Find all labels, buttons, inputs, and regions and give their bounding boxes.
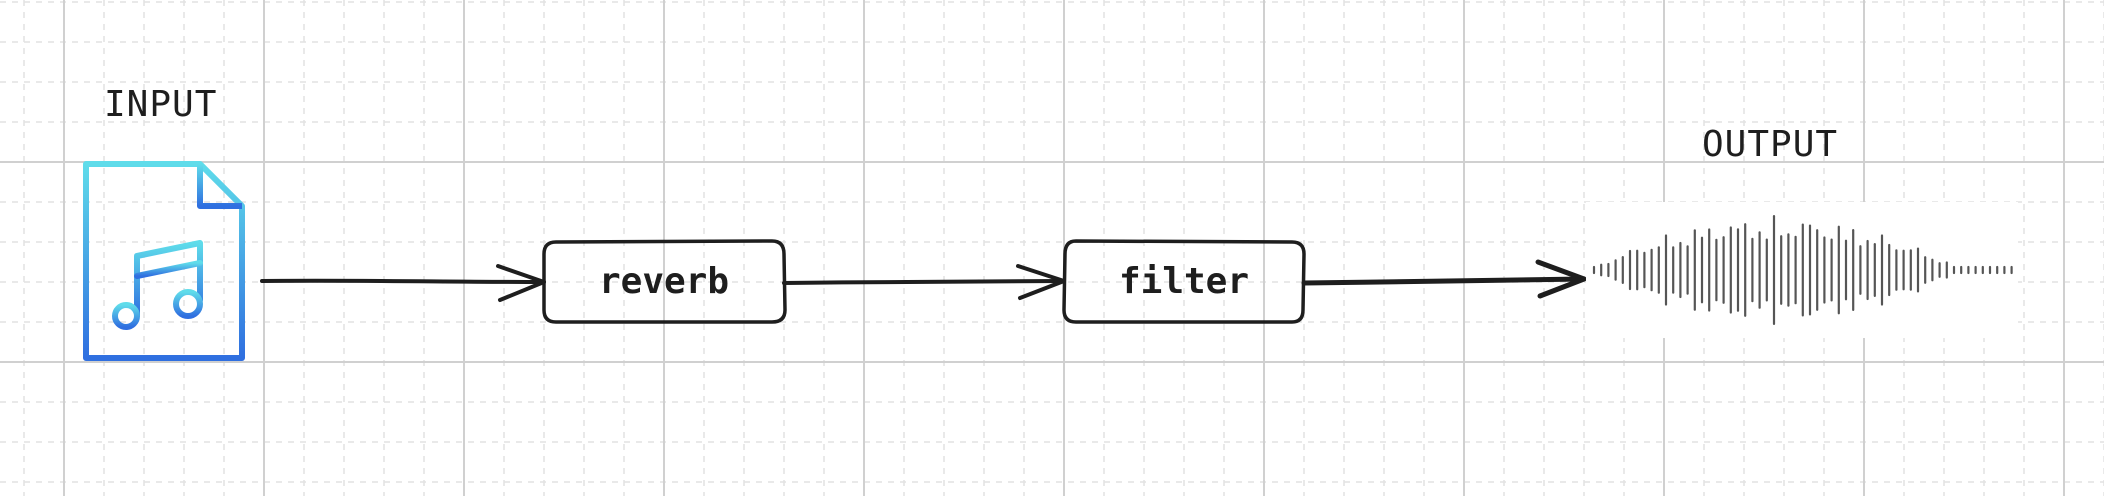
node-filter: filter bbox=[1118, 260, 1250, 302]
filter-box bbox=[1062, 239, 1306, 324]
output-label: OUTPUT bbox=[1702, 124, 1839, 165]
node-reverb: reverb bbox=[598, 260, 730, 302]
arrow-reverb-to-filter bbox=[782, 264, 1066, 300]
input-label: INPUT bbox=[104, 84, 218, 125]
reverb-box bbox=[542, 239, 787, 324]
music-file-icon bbox=[83, 161, 245, 361]
arrow-filter-to-output bbox=[1301, 259, 1587, 299]
arrow-input-to-reverb bbox=[260, 264, 546, 302]
audio-waveform-icon bbox=[1592, 215, 2013, 325]
